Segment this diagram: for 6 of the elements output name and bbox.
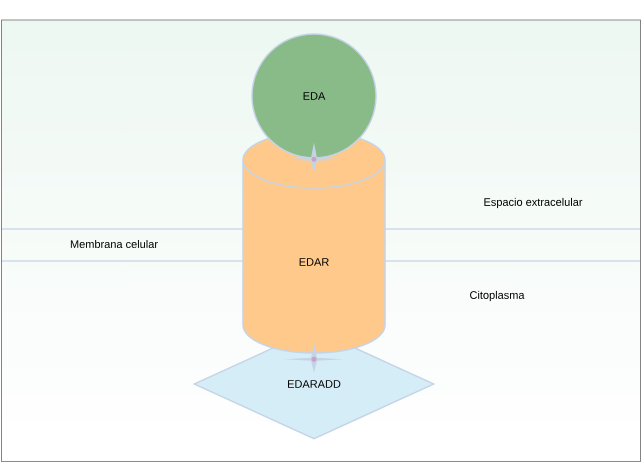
region-label: Membrana celular <box>70 240 158 248</box>
binding-star <box>284 142 344 173</box>
region-label: Espacio extracelular <box>484 198 582 208</box>
binding-star <box>284 342 344 373</box>
receptor-cylinder: EDAR <box>242 131 386 354</box>
region-label: Citoplasma <box>470 290 524 302</box>
